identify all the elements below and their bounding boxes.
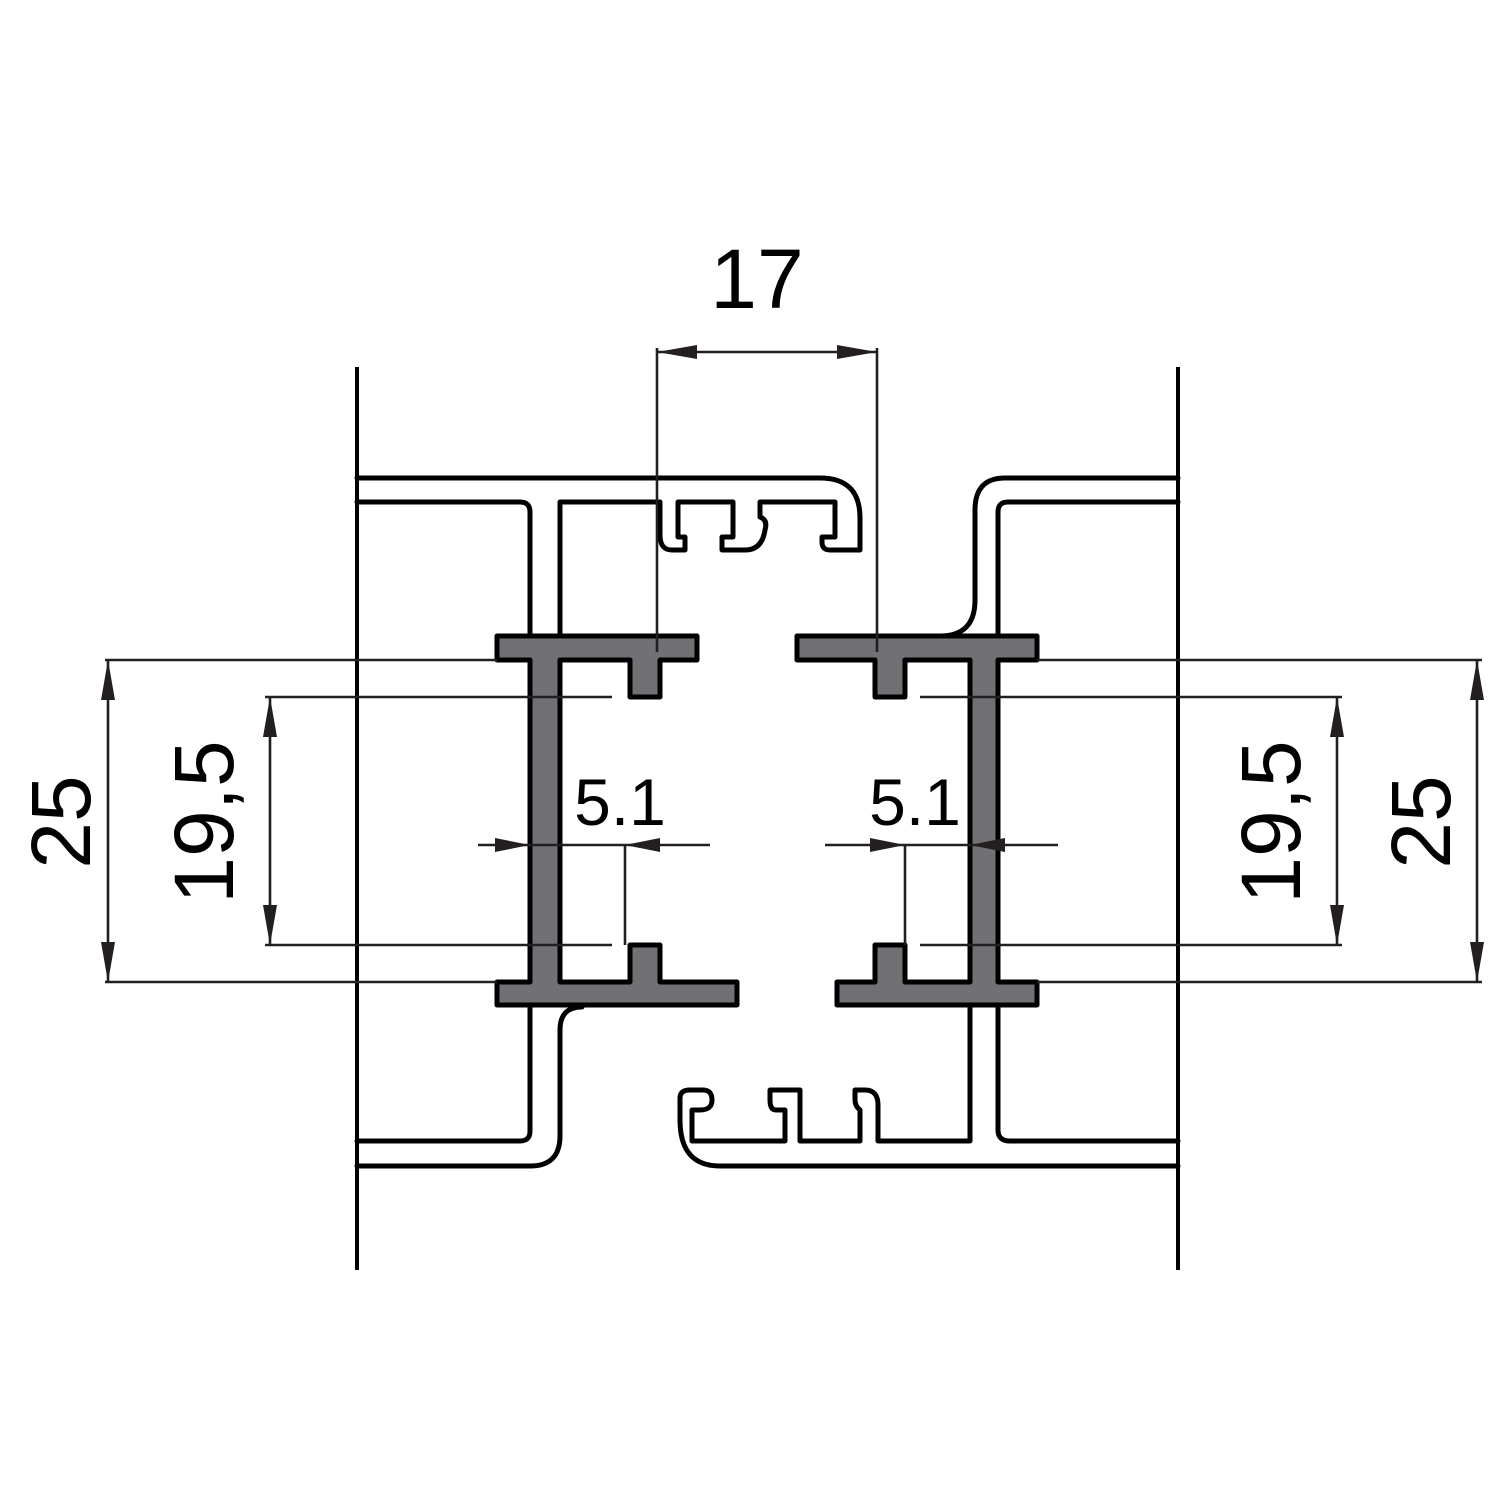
dimension-label-17: 17 [710, 232, 803, 326]
top-left-rail-inner [354, 499, 533, 639]
left-h-connector [494, 633, 740, 1008]
arrowhead [837, 345, 877, 359]
top-right-rail-inner [995, 499, 1181, 639]
dimension-right-5-1: 5.1 [825, 765, 1058, 945]
arrowhead [870, 838, 905, 852]
top-left-rail-outline [354, 475, 863, 639]
arrowhead [101, 942, 115, 982]
arrowhead [625, 838, 660, 852]
dimension-17: 17 [655, 232, 879, 652]
dimension-label-left-5-1: 5.1 [574, 765, 666, 839]
arrowhead [657, 345, 697, 359]
bottom-left-rail-inner [354, 1004, 533, 1144]
top-right-rail-outer [937, 475, 1181, 639]
bottom-right-rail-outline [677, 1004, 1181, 1169]
arrowhead [1470, 660, 1484, 700]
arrowhead [1330, 905, 1344, 945]
dimension-label-left-25: 25 [14, 775, 108, 868]
arrowhead [495, 838, 530, 852]
dimension-label-left-19-5: 19,5 [157, 740, 251, 904]
right-h-connector [794, 633, 1040, 1008]
dimension-right-19-5: 19,5 [920, 695, 1344, 947]
dimension-right-25: 25 [1037, 658, 1484, 984]
dimension-left-5-1: 5.1 [478, 765, 710, 945]
dimension-label-right-19-5: 19,5 [1224, 740, 1318, 904]
arrowhead [1470, 942, 1484, 982]
arrowhead [101, 660, 115, 700]
dimension-left-25: 25 [14, 658, 497, 984]
dimension-label-right-25: 25 [1374, 775, 1468, 868]
bottom-right-rail-inner [995, 1004, 1181, 1144]
arrowhead [263, 697, 277, 737]
arrowhead [970, 838, 1005, 852]
bottom-left-rail-outer [354, 1004, 585, 1169]
dimension-left-19-5: 19,5 [157, 695, 612, 947]
arrowhead [263, 905, 277, 945]
dimension-label-right-5-1: 5.1 [869, 765, 961, 839]
arrowhead [1330, 697, 1344, 737]
